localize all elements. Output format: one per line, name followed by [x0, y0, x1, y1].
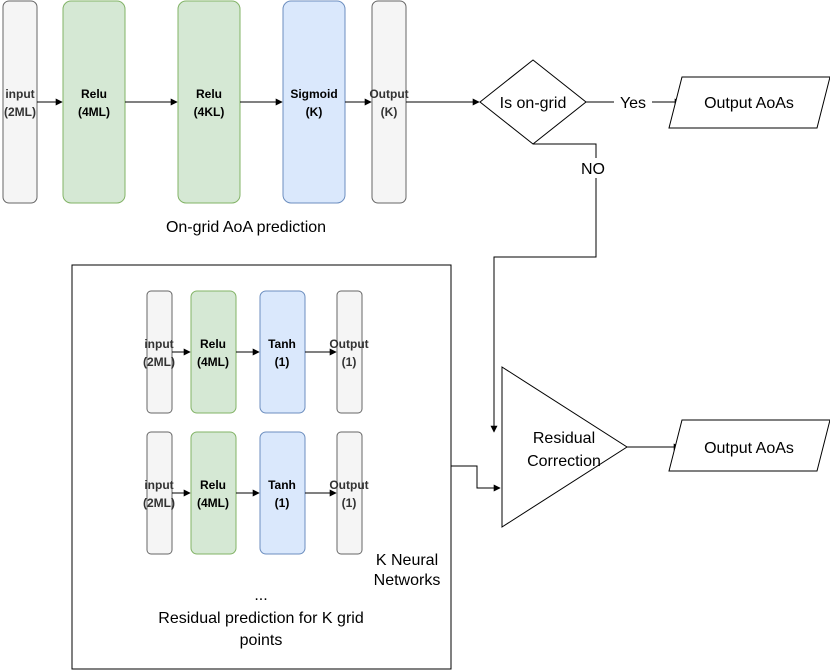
net2-tanh-label: Tanh [268, 478, 296, 492]
net1-relu-size: (4ML) [197, 355, 229, 369]
output-aoas-top: Output AoAs [668, 76, 830, 129]
k-networks-label-line1: K Neural [376, 552, 438, 569]
top-relu1-size: (4ML) [78, 105, 110, 119]
net1-relu-layer [190, 290, 237, 414]
net2-relu-size: (4ML) [197, 496, 229, 510]
residual-caption-line1: Residual prediction for K grid [158, 610, 363, 627]
top-output-label: Output [369, 87, 408, 101]
top-output-size: (K) [381, 105, 398, 119]
top-sigmoid-size: (K) [306, 105, 323, 119]
top-relu2-label: Relu [196, 87, 222, 101]
yes-label: Yes [620, 95, 646, 112]
net2-relu-layer [190, 431, 237, 555]
net1-input-layer [146, 290, 173, 414]
net1-input-size: (2ML) [143, 355, 175, 369]
decision-node: Is on-grid [479, 59, 587, 145]
net1-tanh-label: Tanh [268, 337, 296, 351]
net2-tanh-layer [259, 431, 306, 555]
top-caption: On-grid AoA prediction [166, 219, 326, 236]
net2-input-label: input [144, 478, 173, 492]
net2-output-size: (1) [342, 496, 357, 510]
box-to-correction-arrow [451, 465, 501, 492]
top-input-size: (2ML) [4, 105, 36, 119]
no-label: NO [581, 161, 605, 178]
residual-correction-line1: Residual [533, 430, 595, 447]
net1-tanh-size: (1) [275, 355, 290, 369]
net1-tanh-layer [259, 290, 306, 414]
net1-input-label: input [144, 337, 173, 351]
residual-caption-line2: points [240, 632, 283, 649]
output-top-label: Output AoAs [704, 95, 794, 112]
top-relu2-size: (4KL) [194, 105, 225, 119]
net2-relu-label: Relu [200, 478, 226, 492]
output-aoas-bottom: Output AoAs [668, 419, 830, 472]
net1-output-layer [336, 290, 363, 414]
top-input-label: input [5, 87, 34, 101]
top-output-layer [371, 0, 407, 204]
decision-label: Is on-grid [500, 95, 567, 112]
net2-tanh-size: (1) [275, 496, 290, 510]
ellipsis: ... [254, 587, 267, 604]
residual-correction-triangle [501, 366, 628, 528]
net2-output-label: Output [329, 478, 368, 492]
net1-relu-label: Relu [200, 337, 226, 351]
top-relu1-label: Relu [81, 87, 107, 101]
net2-input-layer [146, 431, 173, 555]
top-pipeline: input (2ML) Relu (4ML) Relu (4KL) Sigmoi… [2, 0, 480, 236]
output-bottom-parallelogram [668, 419, 830, 472]
net2-output-layer [336, 431, 363, 555]
top-relu1-layer [62, 0, 126, 204]
residual-correction-line2: Correction [527, 453, 601, 470]
output-bottom-label: Output AoAs [704, 440, 794, 457]
k-networks-label-line2: Networks [374, 572, 441, 589]
no-arrow [490, 143, 597, 433]
net1-output-size: (1) [342, 355, 357, 369]
top-sigmoid-layer [282, 0, 346, 204]
top-input-layer [2, 0, 38, 204]
output-top-parallelogram [668, 76, 830, 129]
residual-networks-box: input (2ML) Relu (4ML) Tanh (1) Output (… [71, 264, 452, 670]
net2-input-size: (2ML) [143, 496, 175, 510]
residual-correction-node: Residual Correction [501, 366, 628, 528]
top-relu2-layer [177, 0, 241, 204]
top-sigmoid-label: Sigmoid [290, 87, 337, 101]
net1-output-label: Output [329, 337, 368, 351]
